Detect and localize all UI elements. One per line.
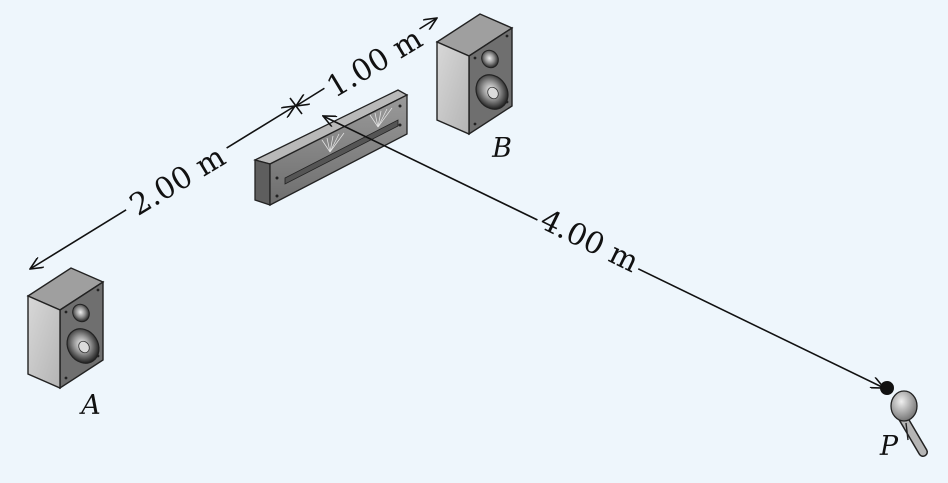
listener-microphone [880, 381, 928, 457]
listener-point [880, 381, 894, 395]
label-listener-p: P [879, 431, 899, 462]
label-speaker-b: B [491, 133, 512, 164]
speaker-a [26, 267, 105, 390]
speaker-a-tweeter [72, 303, 90, 323]
speaker-b [435, 13, 514, 136]
speaker-b-tweeter [481, 49, 499, 69]
label-speaker-a: A [78, 390, 101, 421]
speaker-a-woofer [66, 328, 100, 364]
speaker-b-woofer [475, 74, 509, 110]
label-amp-to-p: 4.00 m [535, 203, 645, 280]
amplifier [253, 89, 409, 207]
